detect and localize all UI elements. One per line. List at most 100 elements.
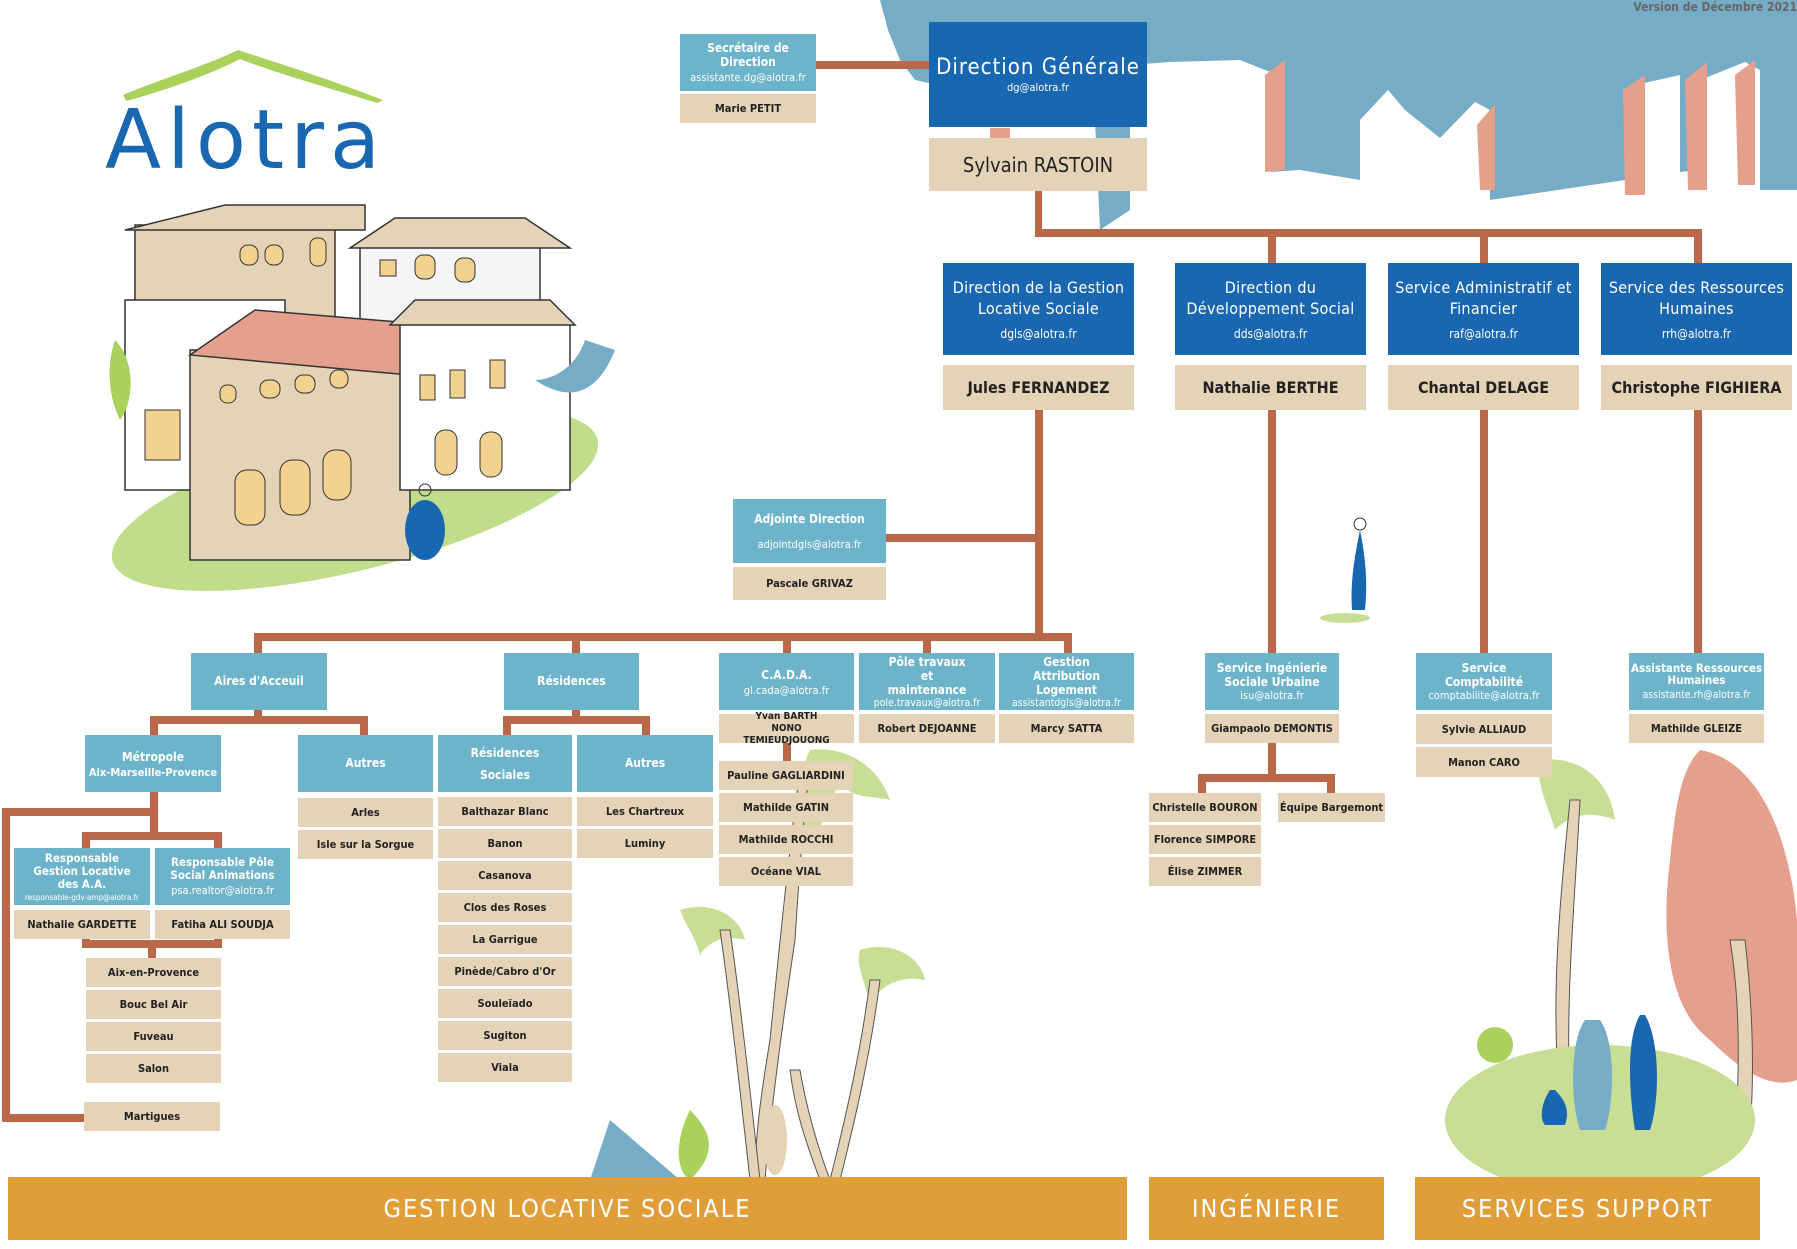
connector [572, 633, 580, 655]
resp-gestion-email: responsable-gdv-amp@alotra.fr [25, 892, 139, 902]
houses-illustration [109, 204, 615, 591]
isu-team-member: Élise ZIMMER [1149, 857, 1261, 886]
residences-title: Résidences [537, 674, 606, 688]
metropole-title: Métropole [121, 749, 185, 764]
residence-sociale-item: Balthazar Blanc [438, 797, 572, 826]
direction-card: Service Administratif et Financier raf@al… [1388, 263, 1579, 355]
isu-bargemont: Équipe Bargemont [1278, 793, 1385, 822]
connector [360, 716, 368, 736]
direction-email: dgls@alotra.fr [1000, 327, 1077, 341]
aires-site-item: Fuveau [86, 1022, 221, 1051]
attribution-title: Gestion Attribution Logement [1032, 654, 1101, 697]
logo-text: Alotra [105, 93, 387, 188]
direction-head-name: Nathalie BERTHE [1175, 365, 1366, 410]
connector [1268, 740, 1276, 778]
isu-team-member: Christelle BOURON [1149, 793, 1261, 822]
direction-card: Service des Ressources Humaines rrh@alotr… [1601, 263, 1792, 355]
connector [1480, 410, 1488, 655]
connector [214, 935, 222, 947]
site-martigues: Martigues [84, 1102, 220, 1131]
adjointe-name: Pascale GRIVAZ [733, 567, 886, 600]
resp-pole-name: Fatiha ALI SOUDJA [155, 910, 290, 939]
residences-autres-title: Autres [624, 756, 666, 770]
direction-email: dds@alotra.fr [1233, 327, 1308, 341]
connector [642, 716, 650, 736]
adjointe-card: Adjointe Direction adjointdgls@alotra.fr [733, 499, 886, 563]
connector [1035, 410, 1043, 640]
direction-title: Direction de la Gestion Locative Sociale [952, 278, 1125, 318]
direction-head-name: Chantal DELAGE [1388, 365, 1579, 410]
aires-site-item: Bouc Bel Air [86, 990, 221, 1019]
direction-title: Service des Ressources Humaines [1608, 278, 1785, 318]
connector [254, 633, 1072, 641]
direction-email: raf@alotra.fr [1449, 327, 1518, 341]
logo-mountain-icon [123, 50, 383, 103]
aires-autres-item: Isle sur la Sorgue [298, 830, 433, 859]
adjointe-title: Adjointe Direction [754, 511, 865, 526]
connector [1268, 229, 1276, 263]
direction-generale-title: Direction Générale [936, 55, 1140, 80]
connector [1035, 229, 1702, 237]
assistante-rh-name: Mathilde GLEIZE [1629, 714, 1764, 743]
compta-team-member: Sylvie ALLIAUD [1416, 714, 1552, 744]
connector [503, 716, 648, 724]
compta-email: comptabilite@alotra.fr [1428, 689, 1540, 702]
isu-team-member: Florence SIMPORE [1149, 825, 1261, 854]
residence-sociale-item: Viala [438, 1053, 572, 1082]
direction-card: Direction de la Gestion Locative Sociale… [943, 263, 1134, 355]
connector [1480, 229, 1488, 263]
assistante-rh-email: assistante.rh@alotra.fr [1642, 689, 1751, 701]
connector [254, 708, 262, 720]
adjointe-email: adjointdgls@alotra.fr [757, 537, 862, 551]
cada-title: C.A.D.A. [761, 667, 812, 682]
connector [1327, 774, 1335, 794]
residence-sociale-item: Clos des Roses [438, 893, 572, 922]
connector [82, 940, 222, 948]
banner-services-support: SERVICES SUPPORT [1415, 1177, 1760, 1240]
compta-team-member: Manon CARO [1416, 747, 1552, 777]
cada-team-member: Océane VIAL [719, 857, 853, 886]
isu-card: Service Ingénierie Sociale Urbaine isu@a… [1205, 653, 1339, 710]
connector [214, 832, 222, 852]
residence-autre-item: Les Chartreux [577, 797, 713, 826]
connector [783, 633, 791, 655]
resp-pole-card: Responsable Pôle Social Animations psa.r… [155, 848, 290, 905]
connector [1035, 190, 1042, 236]
secretaire-title: Secrétaire de Direction [707, 40, 789, 69]
metropole-subtitle: Aix-Marseille-Provence [88, 765, 218, 779]
cada-card: C.A.D.A. gl.cada@alotra.fr [719, 653, 854, 710]
residence-autre-item: Luminy [577, 829, 713, 858]
connector [2, 1114, 86, 1122]
connector [572, 708, 580, 720]
aires-autres-item: Arles [298, 798, 433, 827]
banner-ingenierie: INGÉNIERIE [1149, 1177, 1384, 1240]
aires-autres-title: Autres [345, 756, 386, 770]
secretaire-email: assistante.dg@alotra.fr [690, 70, 806, 84]
isu-title: Service Ingénierie Sociale Urbaine [1216, 661, 1328, 689]
assistante-rh-card: Assistante Ressources Humaines assistant… [1629, 653, 1764, 710]
residence-sociale-item: Pinède/Cabro d'Or [438, 957, 572, 986]
connector [2, 808, 10, 1122]
metropole-card: Métropole Aix-Marseille-Provence [85, 735, 221, 792]
compta-card: Service Comptabilité comptabilite@alotra… [1416, 653, 1552, 710]
secretaire-name: Marie PETIT [680, 94, 816, 123]
compta-title: Service Comptabilité [1444, 661, 1524, 689]
residence-sociale-item: La Garrigue [438, 925, 572, 954]
residence-sociale-item: Souleïado [438, 989, 572, 1018]
attribution-name: Marcy SATTA [999, 714, 1134, 743]
connector [148, 945, 156, 959]
direction-generale-email: dg@alotra.fr [1006, 81, 1070, 94]
travaux-title: Pôle travaux et maintenance [887, 654, 967, 697]
resp-gestion-title: Responsable Gestion Locative des A.A. [33, 850, 131, 891]
connector [783, 740, 791, 762]
direction-title: Service Administratif et Financier [1395, 278, 1572, 318]
direction-head-name: Jules FERNANDEZ [943, 365, 1134, 410]
connector [1268, 410, 1276, 655]
connector [503, 716, 511, 736]
connector [885, 534, 1040, 542]
direction-email: rrh@alotra.fr [1661, 327, 1732, 341]
connector [923, 633, 931, 655]
assistante-rh-title: Assistante Ressources Humaines [1630, 661, 1763, 687]
travaux-email: pole.travaux@alotra.fr [873, 696, 981, 709]
connector [254, 633, 262, 655]
